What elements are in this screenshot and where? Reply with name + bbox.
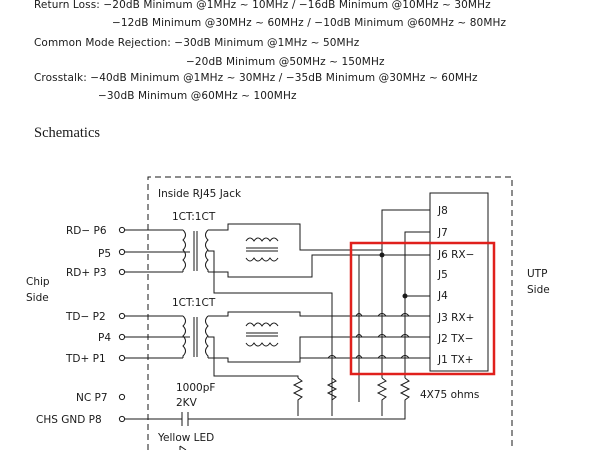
- transformer-1-secondary: [205, 229, 209, 272]
- choke-2-core: [246, 332, 278, 337]
- resistor-label: 4X75 ohms: [420, 389, 479, 401]
- chip-side-label-2: Side: [26, 292, 49, 304]
- junction-dot: [379, 252, 385, 258]
- resistor: [292, 377, 304, 416]
- transformer-2-center-tap: [208, 336, 299, 378]
- jack-title: Inside RJ45 Jack: [158, 188, 242, 200]
- jack-pin-j4: J4: [437, 290, 448, 302]
- transformer-2: [182, 311, 430, 378]
- transformer-2-primary: [182, 315, 186, 358]
- pin-label-p4: P4: [98, 332, 111, 344]
- transformer-2-core: [193, 317, 198, 357]
- transformer-1-label: 1CT:1CT: [172, 211, 216, 223]
- pin-circle: [118, 415, 126, 423]
- highlight-box: [349, 241, 496, 376]
- pin-wires: [124, 229, 190, 359]
- junction-dot: [402, 293, 408, 299]
- transformer-1-center-tap: [208, 250, 333, 402]
- capacitor-voltage: 2KV: [176, 397, 198, 409]
- chip-side-label-1: Chip: [26, 276, 50, 288]
- spec-crosstalk-line-2: −30dB Minimum @60MHz ~ 100MHz: [98, 90, 297, 102]
- pin-circle: [118, 226, 126, 234]
- choke-1-core: [246, 247, 278, 252]
- transformer-2-bottom-wire: [208, 336, 430, 363]
- spec-common-mode-line-1: Common Mode Rejection: −30dB Minimum @1M…: [34, 37, 360, 49]
- pin-label-p2: TD− P2: [65, 311, 106, 323]
- choke-2-lower-coil: [245, 342, 279, 347]
- resistor: [326, 377, 338, 416]
- jack-pin-j6: J6 RX−: [437, 249, 474, 261]
- pin-label-p6: RD− P6: [66, 225, 107, 237]
- ground-bus: [124, 402, 406, 420]
- jack-pin-block: [429, 192, 489, 372]
- spec-crosstalk-line-1: Crosstalk: −40dB Minimum @1MHz ~ 30MHz /…: [34, 72, 478, 84]
- termination-resistors: [292, 377, 411, 416]
- jack-pin-j7: J7: [437, 227, 448, 239]
- transformer-1-primary: [182, 229, 186, 272]
- spec-return-loss-line-2: −12dB Minimum @30MHz ~ 60MHz / −10dB Min…: [112, 17, 507, 29]
- transformer-1-top-wire: [208, 223, 382, 251]
- transformer-1: [182, 223, 430, 402]
- jack-pin-j2: J2 TX−: [437, 333, 474, 345]
- transformer-1-core: [193, 231, 198, 271]
- pin-circle: [118, 393, 126, 401]
- jack-pin-j8: J8: [437, 205, 448, 217]
- pin-circle: [118, 312, 126, 320]
- pin-circle: [118, 354, 126, 362]
- utp-side-label-1: UTP: [527, 268, 547, 280]
- pin-terminals: [118, 226, 126, 423]
- resistor: [376, 377, 388, 416]
- pin-label-p5: P5: [98, 248, 111, 260]
- pin-circle: [118, 333, 126, 341]
- transformer-2-label: 1CT:1CT: [172, 297, 216, 309]
- jack-pin-j5: J5: [437, 269, 448, 281]
- transformer-2-top-wire: [208, 311, 430, 317]
- wire-j7: [404, 231, 430, 296]
- capacitor-value: 1000pF: [176, 382, 215, 394]
- spec-common-mode-line-2: −20dB Minimum @50MHz ~ 150MHz: [186, 56, 385, 68]
- resistor: [399, 377, 411, 402]
- choke-1-upper-coil: [245, 237, 279, 242]
- pin-label-p3: RD+ P3: [66, 267, 107, 279]
- capacitor-icon: [181, 412, 189, 426]
- led-label: Yellow LED: [157, 432, 214, 444]
- pin-label-p8: CHS GND P8: [36, 414, 102, 426]
- spec-return-loss-line-1: Return Loss: −20dB Minimum @1MHz ~ 10MHz…: [34, 0, 491, 11]
- jack-outline: [147, 176, 513, 450]
- pin-circle: [118, 248, 126, 256]
- pin-circle: [118, 268, 126, 276]
- led-icon: [179, 445, 187, 450]
- choke-1-lower-coil: [245, 257, 279, 262]
- transformer-2-secondary: [205, 315, 209, 358]
- pin-label-p1: TD+ P1: [65, 353, 106, 365]
- choke-2-upper-coil: [245, 322, 279, 327]
- section-title: Schematics: [34, 125, 101, 141]
- utp-side-label-2: Side: [527, 284, 550, 296]
- jack-pin-j3: J3 RX+: [437, 312, 474, 324]
- wire-j8: [381, 209, 430, 250]
- jack-pin-j1: J1 TX+: [437, 354, 474, 366]
- pin-label-p7: NC P7: [76, 392, 108, 404]
- transformer-1-bottom-wire: [208, 254, 430, 278]
